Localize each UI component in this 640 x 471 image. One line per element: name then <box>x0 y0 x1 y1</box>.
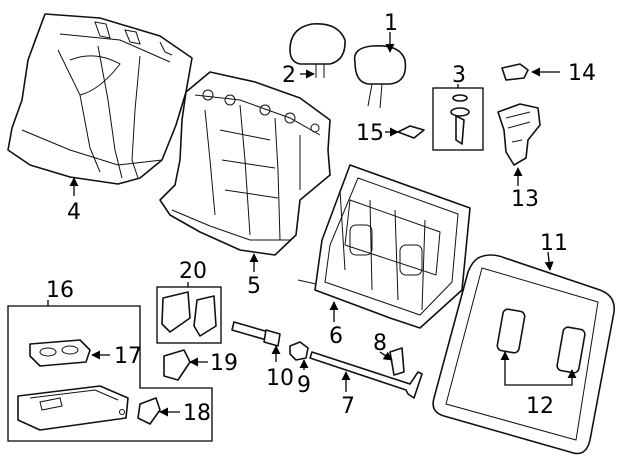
headrest-2-part <box>289 23 346 78</box>
trim-frame-11-part <box>432 254 616 455</box>
callout-10: 10 <box>266 366 294 391</box>
callout-11: 11 <box>540 231 568 256</box>
headrest-1-part <box>353 44 407 109</box>
cupholder-17-part <box>29 339 91 367</box>
headrest-guide-part <box>450 94 470 145</box>
armrest-box <box>7 305 213 442</box>
leader-lines <box>47 32 577 417</box>
callout-20: 20 <box>179 259 207 284</box>
seatback-frame-part <box>297 164 471 329</box>
callout-5: 5 <box>247 274 261 299</box>
callout-9: 9 <box>297 373 311 398</box>
callout-13: 13 <box>511 187 539 212</box>
callout-14: 14 <box>568 61 596 86</box>
bolt-10-part <box>231 321 281 347</box>
bracket-19-part <box>163 349 191 381</box>
callout-8: 8 <box>373 331 387 356</box>
callout-16: 16 <box>46 278 74 303</box>
seatback-pad-part <box>159 71 331 256</box>
callout-19: 19 <box>210 351 238 376</box>
callout-15: 15 <box>356 121 384 146</box>
rod-7-part <box>309 351 423 399</box>
clip-14-part <box>501 63 529 81</box>
armrest-18-part <box>17 385 129 431</box>
nut-9-part <box>289 341 309 361</box>
callout-12: 12 <box>526 394 554 419</box>
callout-3: 3 <box>452 63 466 88</box>
clip-18-part <box>137 397 161 425</box>
latch-13-part <box>497 103 541 166</box>
bracket-20-part <box>161 291 217 337</box>
callout-7: 7 <box>341 394 355 419</box>
callout-18: 18 <box>183 401 211 426</box>
callout-6: 6 <box>329 324 343 349</box>
seatback-cover-part <box>7 13 193 185</box>
callout-1: 1 <box>384 11 398 36</box>
latch-12-part <box>496 308 586 374</box>
callout-2: 2 <box>282 63 296 88</box>
pad-15-part <box>397 125 425 139</box>
callout-17: 17 <box>114 344 142 369</box>
callout-4: 4 <box>67 200 81 225</box>
pin-8-part <box>389 347 405 376</box>
bracket-box <box>156 286 222 344</box>
